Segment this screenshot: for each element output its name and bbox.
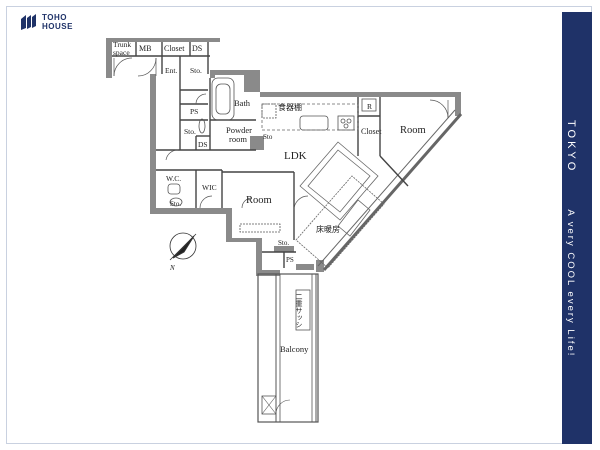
diagonal-glazing [317,109,463,271]
closet-right-label: Closet [361,127,382,136]
fixtures [167,77,377,233]
wic-label: WIC [202,183,217,192]
brand-line-1: TOHO [42,13,67,22]
brand-logo: TOHO HOUSE [20,13,73,31]
room-left-label: Room [246,195,272,206]
ds-mid-label: DS [198,140,208,149]
ps-left-label: PS [190,107,198,116]
ent-label: Ent. [165,66,177,75]
balcony-label: Balcony [280,344,309,354]
room-labels: Trunk space MB Closet DS Ent. Sto. PS St… [113,40,426,354]
brand-line-2: HOUSE [42,22,73,31]
sidebar-band [562,12,592,444]
ldk-label: LDK [284,150,307,162]
north-arrow-icon [169,232,197,261]
floor-plan: Trunk space MB Closet DS Ent. Sto. PS St… [106,38,463,423]
sidebar-city: TOKYO [565,120,577,174]
mb-label: MB [139,44,151,53]
trunk-space-label-2: space [113,48,130,57]
sto-left-label: Sto. [184,127,196,136]
outer-walls [106,38,461,276]
sto-bottom-label: Sto. [278,239,289,247]
sto-ent-label: Sto. [190,66,202,75]
room-right-label: Room [400,125,426,136]
floor-heating-label: 床暖房 [316,224,340,234]
sidebar-text: TOKYO A very COOL every Life! [565,120,577,357]
powder-room-label-2: room [229,134,247,144]
sidebar-tagline: A very COOL every Life! [565,209,576,358]
interior-walls [112,42,409,268]
shelf-label: 食器棚 [278,102,302,112]
bath-label: Bath [234,98,251,108]
sto-mid-label: Sto [263,133,273,141]
powder-room-label: Powder [226,125,252,135]
furniture-outlines [295,141,385,269]
balcony [257,273,319,423]
trunk-space-label: Trunk [113,40,131,49]
door-swings [113,57,449,211]
toho-house-logo-icon [21,14,36,30]
ds-top-label: DS [192,44,202,53]
kitchen-counter [261,103,359,131]
sash-label: 二重サッシ [295,293,303,328]
sto-wc-label: Sto. [170,200,181,208]
closet-top-label: Closet [164,44,185,53]
north-label: N [169,264,175,272]
r-label: R [367,102,372,111]
wc-label: W.C. [166,174,181,183]
ps-bottom-label: PS [286,256,294,264]
